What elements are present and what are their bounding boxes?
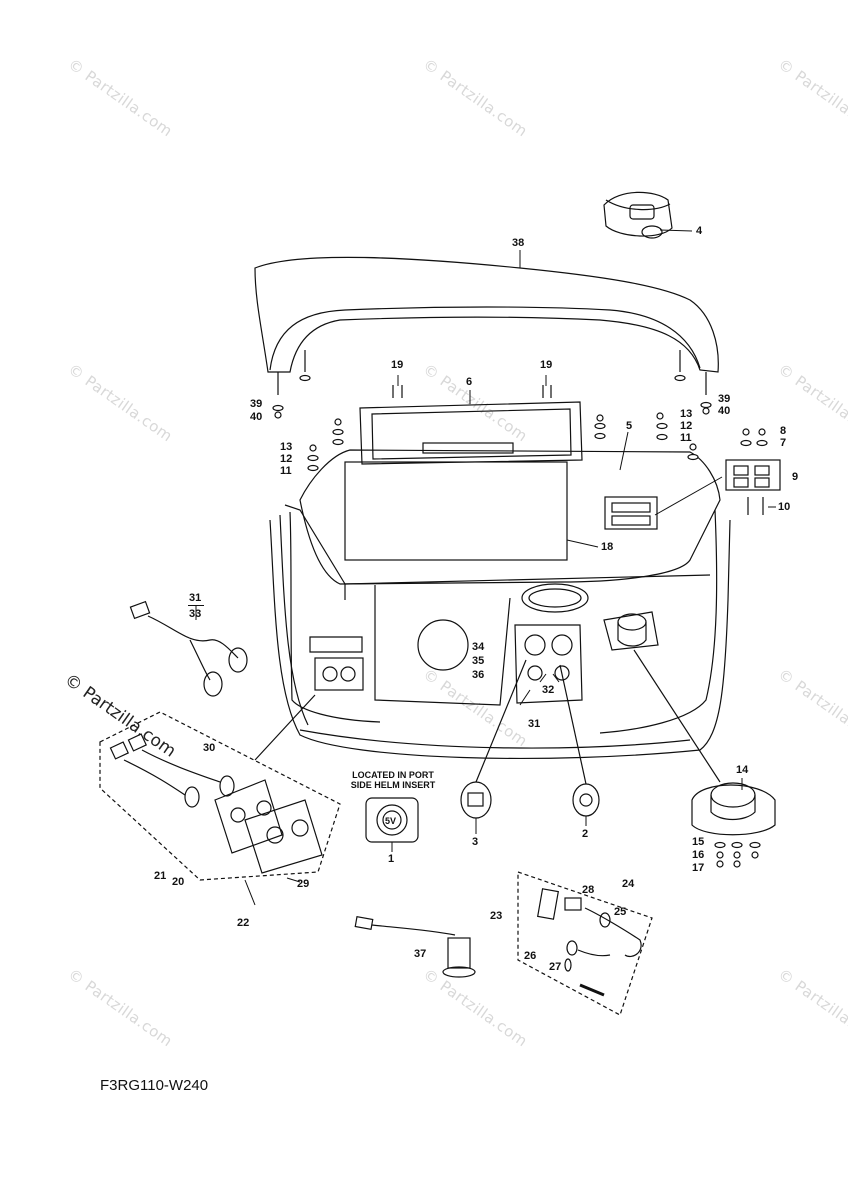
fraction-numerator: 31 [189, 592, 202, 604]
callout-25: 25 [614, 906, 627, 918]
callout-14: 14 [736, 764, 749, 776]
callout-13-left: 13 [280, 441, 293, 453]
callout-34: 34 [472, 641, 485, 653]
callout-32: 32 [542, 684, 555, 696]
fraction-denominator: 33 [189, 608, 202, 620]
callout-21: 21 [154, 870, 167, 882]
callout-12-left: 12 [280, 453, 293, 465]
callout-15: 15 [692, 836, 705, 848]
callout-18: 18 [601, 541, 614, 553]
callout-39-right: 39 [718, 393, 731, 405]
location-note-line1: LOCATED IN PORT [352, 770, 434, 780]
switch-module-part [603, 191, 673, 239]
location-note: LOCATED IN PORT SIDE HELM INSERT [350, 770, 436, 790]
callout-36: 36 [472, 669, 485, 681]
leader-lines [195, 229, 776, 906]
switch-kit-group [517, 871, 653, 1016]
callout-35: 35 [472, 655, 485, 667]
callout-10: 10 [778, 501, 791, 513]
callout-6: 6 [466, 376, 473, 388]
callout-4: 4 [696, 225, 703, 237]
callout-26: 26 [524, 950, 537, 962]
callout-22: 22 [237, 917, 250, 929]
usb-panel-group [99, 694, 341, 881]
callout-17: 17 [692, 862, 705, 874]
callout-24: 24 [622, 878, 635, 890]
callout-38: 38 [512, 237, 525, 249]
sensor-part [354, 915, 476, 978]
callout-2: 2 [582, 828, 589, 840]
wire-harness-part [129, 600, 248, 697]
callout-13-right: 13 [680, 408, 693, 420]
callout-30: 30 [203, 742, 216, 754]
bolt-part [392, 385, 764, 515]
dash-knob-part [603, 611, 659, 651]
callout-39-left: 39 [250, 398, 263, 410]
callout-29: 29 [297, 878, 310, 890]
fraction-bar [188, 605, 204, 606]
callout-28: 28 [582, 884, 595, 896]
callout-37: 37 [414, 948, 427, 960]
callout-7: 7 [780, 437, 787, 449]
cap-part [460, 659, 600, 819]
socket-label: 5V [385, 816, 397, 826]
location-note-line2: SIDE HELM INSERT [350, 780, 436, 790]
hardware-part [272, 401, 768, 868]
callout-23: 23 [490, 910, 503, 922]
callout-12-right: 12 [680, 420, 693, 432]
switch-panel-part [604, 459, 781, 530]
callout-20: 20 [172, 876, 185, 888]
callout-31: 31 [528, 718, 541, 730]
callout-27: 27 [549, 961, 562, 973]
callout-19-left: 19 [391, 359, 404, 371]
callout-8: 8 [780, 425, 787, 437]
callout-1: 1 [388, 853, 395, 865]
diagram-code: F3RG110-W240 [100, 1077, 209, 1094]
callout-40-right: 40 [718, 405, 731, 417]
throttle-knob-part [633, 649, 776, 836]
callout-5: 5 [626, 420, 633, 432]
callout-16: 16 [692, 849, 705, 861]
display-frame-part [359, 401, 583, 465]
callout-11-left: 11 [280, 465, 292, 477]
callout-19-right: 19 [540, 359, 553, 371]
callout-9: 9 [792, 471, 799, 483]
dash-panel-part [269, 442, 731, 760]
callout-11-right: 11 [680, 432, 692, 444]
callout-3: 3 [472, 836, 479, 848]
top-cover-part [254, 256, 719, 395]
callout-40-left: 40 [250, 411, 263, 423]
